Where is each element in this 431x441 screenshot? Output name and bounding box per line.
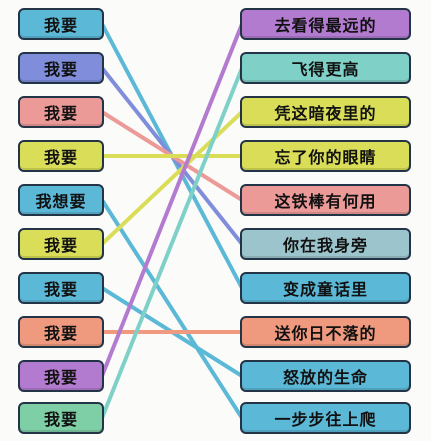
connection-line-3	[100, 110, 244, 202]
right-tile-10[interactable]: 一步步往上爬	[240, 402, 411, 434]
left-tile-4[interactable]: 我要	[18, 140, 104, 172]
connection-line-1	[100, 22, 244, 290]
left-tile-6[interactable]: 我要	[18, 228, 104, 260]
connection-line-2	[100, 66, 244, 246]
right-tile-6[interactable]: 你在我身旁	[240, 228, 411, 260]
left-tile-3[interactable]: 我要	[18, 96, 104, 128]
left-tile-2[interactable]: 我要	[18, 52, 104, 84]
right-tile-2[interactable]: 飞得更高	[240, 52, 411, 84]
left-tile-1[interactable]: 我要	[18, 8, 104, 40]
connection-line-9	[100, 22, 244, 378]
right-tile-7[interactable]: 变成童话里	[240, 272, 411, 304]
left-tile-9[interactable]: 我要	[18, 360, 104, 392]
right-tile-8[interactable]: 送你日不落的	[240, 316, 411, 348]
connection-line-5	[100, 198, 244, 420]
connection-line-7	[100, 286, 244, 378]
right-tile-9[interactable]: 怒放的生命	[240, 360, 411, 392]
right-tile-3[interactable]: 凭这暗夜里的	[240, 96, 411, 128]
left-tile-5[interactable]: 我想要	[18, 184, 104, 216]
right-tile-1[interactable]: 去看得最远的	[240, 8, 411, 40]
left-tile-8[interactable]: 我要	[18, 316, 104, 348]
right-tile-5[interactable]: 这铁棒有何用	[240, 184, 411, 216]
left-tile-10[interactable]: 我要	[18, 402, 104, 434]
connection-line-10	[100, 66, 244, 420]
connection-line-6	[100, 110, 244, 246]
left-tile-7[interactable]: 我要	[18, 272, 104, 304]
right-tile-4[interactable]: 忘了你的眼睛	[240, 140, 411, 172]
